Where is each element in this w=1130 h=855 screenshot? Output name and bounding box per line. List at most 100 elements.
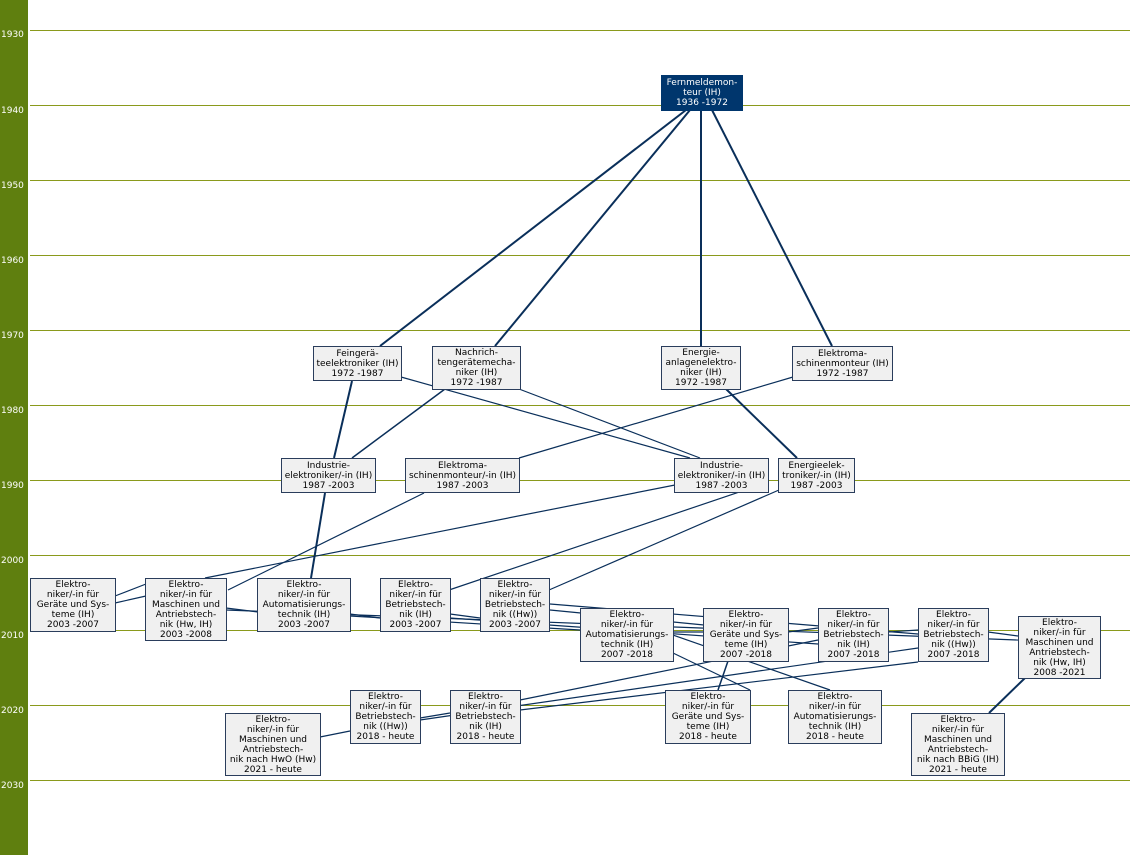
node-line: niker/-in für — [46, 590, 100, 600]
node-line: 2018 - heute — [806, 732, 864, 742]
node-line: Elektro- — [817, 692, 853, 702]
node-line: niker/-in für — [681, 702, 735, 712]
node-betriebstechnik-ih-2018[interactable]: Elektro- niker/-in für Betriebstech- nik… — [450, 690, 521, 744]
node-line: Industrie- — [307, 460, 350, 471]
node-line: 2003 -2007 — [278, 620, 330, 630]
node-line: 2007 -2018 — [827, 650, 880, 660]
node-line: 2007 -2018 — [720, 650, 772, 660]
node-line: Maschinen und — [151, 599, 221, 610]
node-energieelektroniker-1987[interactable]: Energieelek- troniker/-in (IH) 1987 -200… — [778, 458, 855, 493]
node-maschinen-antrieb-2003[interactable]: Elektro- niker/-in für Maschinen und Ant… — [145, 578, 227, 641]
node-line: niker (IH) — [680, 368, 722, 378]
node-line: Betriebstech- — [484, 600, 546, 610]
connector-line — [114, 595, 147, 604]
node-line: 2003 -2007 — [489, 620, 541, 630]
node-line: 2018 - heute — [679, 732, 737, 742]
node-line: Elektro- — [690, 692, 726, 702]
node-line: niker/-in für — [931, 724, 985, 735]
node-line: Elektro- — [468, 692, 503, 702]
node-line: teme (IH) — [686, 722, 730, 732]
gridline-1950 — [30, 180, 1130, 181]
node-line: 1936 -1972 — [676, 98, 728, 108]
node-line: tengerätemecha- — [437, 358, 516, 368]
node-maschinen-antrieb-2008[interactable]: Elektro- niker/-in für Maschinen und Ant… — [1018, 616, 1101, 679]
node-betriebstechnik-ih-2007[interactable]: Elektro- niker/-in für Betriebstech- nik… — [818, 608, 889, 662]
node-line: 2021 - heute — [244, 764, 302, 775]
node-line: Automatisierungs- — [262, 600, 346, 610]
node-line: 2008 -2021 — [1033, 667, 1086, 678]
node-line: 2018 - heute — [456, 732, 515, 742]
node-line: niker/-in für — [719, 620, 773, 630]
year-label-2010: 2010 — [1, 631, 24, 641]
connector-line — [672, 652, 751, 691]
node-geraete-systeme-2018[interactable]: Elektro- niker/-in für Geräte und Sys- t… — [665, 690, 751, 744]
node-line: Elektro- — [255, 714, 291, 725]
gridline-2030 — [30, 780, 1130, 781]
connector-line — [711, 109, 833, 347]
node-line: 1972 -1987 — [450, 378, 503, 388]
gridline-1930 — [30, 30, 1130, 31]
node-line: Maschinen und — [238, 734, 308, 745]
node-line: Feingerä- — [336, 348, 379, 359]
node-betriebstechnik-hw-2003[interactable]: Elektro- niker/-in für Betriebstech- nik… — [480, 578, 550, 632]
gridline-1940 — [30, 105, 1130, 106]
node-line: 2003 -2008 — [160, 629, 212, 640]
connector-line — [319, 730, 351, 738]
gridline-2020 — [30, 705, 1130, 706]
node-elektromaschinenmonteur-1987[interactable]: Elektroma- schinenmonteur/-in (IH) 1987 … — [405, 458, 520, 493]
node-line: 1972 -1987 — [816, 368, 869, 379]
connector-line — [518, 376, 794, 459]
node-fernmeldemonteur[interactable]: Fernmeldemon- teur (IH) 1936 -1972 — [661, 75, 743, 111]
year-label-1930: 1930 — [1, 30, 24, 40]
node-line: troniker/-in (IH) — [782, 470, 851, 481]
node-line: nik nach BBiG (IH) — [916, 754, 1000, 765]
node-automatisierung-2003[interactable]: Elektro- niker/-in für Automatisierungs-… — [257, 578, 351, 632]
node-betriebstechnik-hw-2018[interactable]: Elektro- niker/-in für Betriebstech- nik… — [350, 690, 421, 744]
node-line: Betriebstech- — [385, 600, 446, 610]
node-line: 2003 -2007 — [47, 620, 99, 630]
year-label-2000: 2000 — [1, 556, 24, 566]
connector-line — [400, 376, 691, 459]
node-line: Betriebstech- — [455, 712, 516, 722]
node-feingeraeteelektroniker-1972[interactable]: Feingerä- teelektroniker (IH) 1972 -1987 — [313, 346, 402, 381]
node-line: schinenmonteur (IH) — [796, 358, 889, 369]
node-maschinen-antrieb-hwo-2021[interactable]: Elektro- niker/-in für Maschinen und Ant… — [225, 713, 321, 776]
node-line: Industrie- — [700, 460, 743, 471]
node-line: nik ((Hw)) — [931, 640, 976, 650]
node-line: nik (Hw, IH) — [1033, 657, 1086, 668]
node-line: Maschinen und — [1025, 637, 1094, 648]
node-line: Fernmeldemon- — [666, 78, 738, 88]
node-line: niker/-in für — [808, 702, 862, 712]
connector-line — [351, 388, 446, 459]
connector-line — [988, 677, 1026, 714]
node-line: Maschinen und — [923, 734, 993, 745]
node-line: technik (IH) — [277, 610, 331, 620]
node-line: 1972 -1987 — [331, 368, 384, 379]
node-industrieelektroniker-a-1987[interactable]: Industrie- elektroniker/-in (IH) 1987 -2… — [281, 458, 376, 493]
node-maschinen-antrieb-bbig-2021[interactable]: Elektro- niker/-in für Maschinen und Ant… — [911, 713, 1005, 776]
connector-line — [379, 109, 687, 347]
node-line: elektroniker/-in (IH) — [284, 470, 373, 481]
node-line: niker (IH) — [455, 368, 498, 378]
node-line: 1987 -2003 — [302, 480, 355, 491]
connector-line — [548, 489, 780, 591]
node-betriebstechnik-hw-2007[interactable]: Elektro- niker/-in für Betriebstech- nik… — [918, 608, 989, 662]
node-line: Elektro- — [55, 580, 91, 590]
node-line: technik (IH) — [600, 640, 654, 650]
node-elektromaschinenmonteur-1972[interactable]: Elektroma- schinenmonteur (IH) 1972 -198… — [792, 346, 893, 381]
node-nachrichtengeraetemechaniker-1972[interactable]: Nachrich- tengerätemecha- niker (IH) 197… — [432, 346, 521, 390]
gridline-1990 — [30, 480, 1130, 481]
node-betriebstechnik-ih-2003[interactable]: Elektro- niker/-in für Betriebstech- nik… — [380, 578, 451, 632]
node-line: Elektro- — [940, 714, 976, 725]
node-automatisierung-2007[interactable]: Elektro- niker/-in für Automatisierungs-… — [580, 608, 674, 662]
node-automatisierung-2018[interactable]: Elektro- niker/-in für Automatisierungs-… — [788, 690, 882, 744]
node-geraete-systeme-2003[interactable]: Elektro- niker/-in für Geräte und Sys- t… — [30, 578, 116, 632]
node-energieanlagenelektroniker-1972[interactable]: Energie- anlagenelektro- niker (IH) 1972… — [661, 346, 741, 390]
node-geraete-systeme-2007[interactable]: Elektro- niker/-in für Geräte und Sys- t… — [703, 608, 789, 662]
node-line: Elektroma- — [817, 348, 867, 359]
connector-line — [333, 380, 353, 459]
node-industrieelektroniker-b-1987[interactable]: Industrie- elektroniker/-in (IH) 1987 -2… — [674, 458, 769, 493]
connector-line — [717, 660, 729, 691]
node-line: Nachrich- — [454, 348, 498, 358]
node-line: Elektro- — [1042, 617, 1077, 628]
